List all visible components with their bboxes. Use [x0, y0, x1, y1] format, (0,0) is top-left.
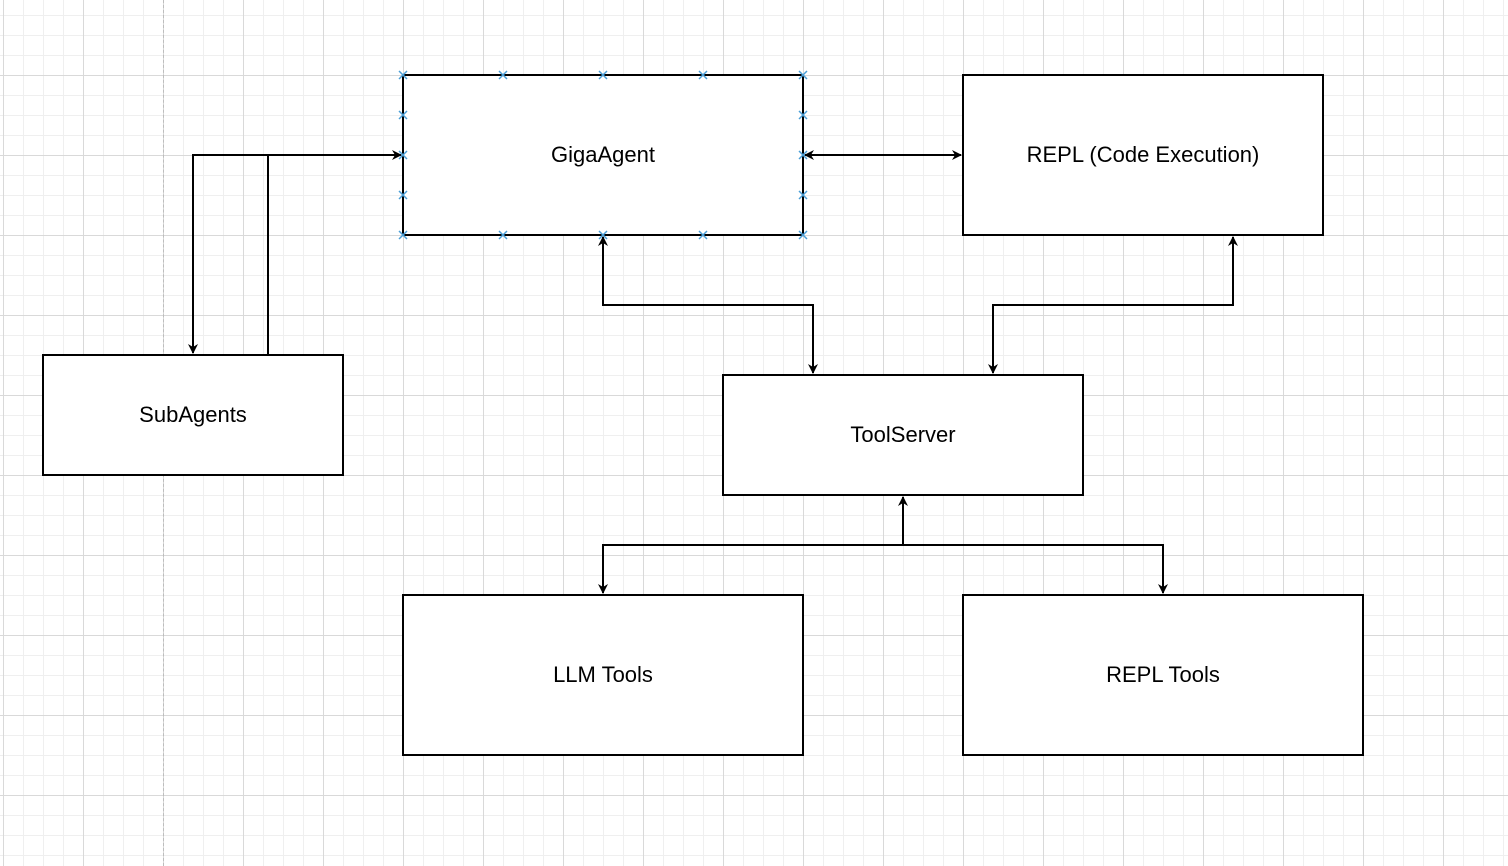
llm-tools-node[interactable]: LLM Tools	[402, 594, 804, 756]
edge-gigaagent-subagents[interactable]	[188, 154, 401, 354]
gigaagent-label: GigaAgent	[551, 142, 655, 167]
subagents-label: SubAgents	[139, 402, 247, 427]
subagents-node[interactable]: SubAgents	[42, 354, 344, 476]
toolserver-label: ToolServer	[850, 422, 956, 447]
llm-tools-label: LLM Tools	[553, 662, 653, 687]
edge-toolserver-llm-tools[interactable]	[598, 496, 908, 594]
edge-toolserver-repl-tools[interactable]	[903, 544, 1168, 594]
repl-node[interactable]: REPL (Code Execution)	[962, 74, 1324, 236]
repl-label: REPL (Code Execution)	[1026, 142, 1260, 167]
toolserver-node[interactable]: ToolServer	[722, 374, 1084, 496]
edge-gigaagent-toolserver[interactable]	[598, 236, 818, 374]
edge-subagents-gigaagent[interactable]	[267, 150, 402, 354]
repl-tools-node[interactable]: REPL Tools	[962, 594, 1364, 756]
gigaagent-node[interactable]: GigaAgent	[402, 74, 804, 236]
repl-tools-label: REPL Tools	[1106, 662, 1220, 687]
edge-repl-toolserver[interactable]	[988, 236, 1238, 374]
